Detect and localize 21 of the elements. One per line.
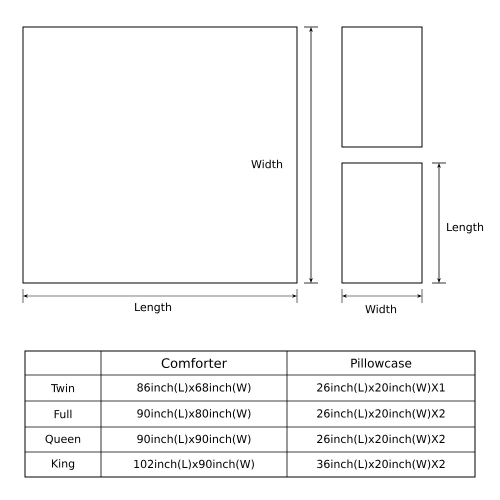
panel-box xyxy=(22,26,298,284)
table-cell: 90inch(L)x80inch(W) xyxy=(137,409,250,419)
header-cell: Pillowcase xyxy=(351,358,412,368)
table-cell: 102inch(L)x90inch(W) xyxy=(134,460,254,470)
panel-box xyxy=(342,162,422,284)
dimension-label: Length xyxy=(447,222,484,234)
table-cell: 90inch(L)x90inch(W) xyxy=(137,434,250,444)
table-cell: 36inch(L)x20inch(W)X2 xyxy=(317,460,445,470)
dimension-label: Width xyxy=(365,304,396,314)
table-cell: 26inch(L)x20inch(W)X1 xyxy=(317,383,445,393)
table-cell: King xyxy=(52,459,74,470)
panel-box xyxy=(342,26,422,148)
dimension-label: Length xyxy=(135,302,172,314)
header-cell: Comforter xyxy=(162,358,227,368)
table-cell: Twin xyxy=(51,384,74,392)
table-cell: 26inch(L)x20inch(W)X2 xyxy=(317,409,445,419)
table-cell: 86inch(L)x68inch(W) xyxy=(137,383,250,393)
table-cell: Queen xyxy=(46,434,80,444)
dimension-label: Width xyxy=(251,160,282,168)
table-cell: Full xyxy=(54,410,72,418)
table-cell: 26inch(L)x20inch(W)X2 xyxy=(317,434,445,444)
